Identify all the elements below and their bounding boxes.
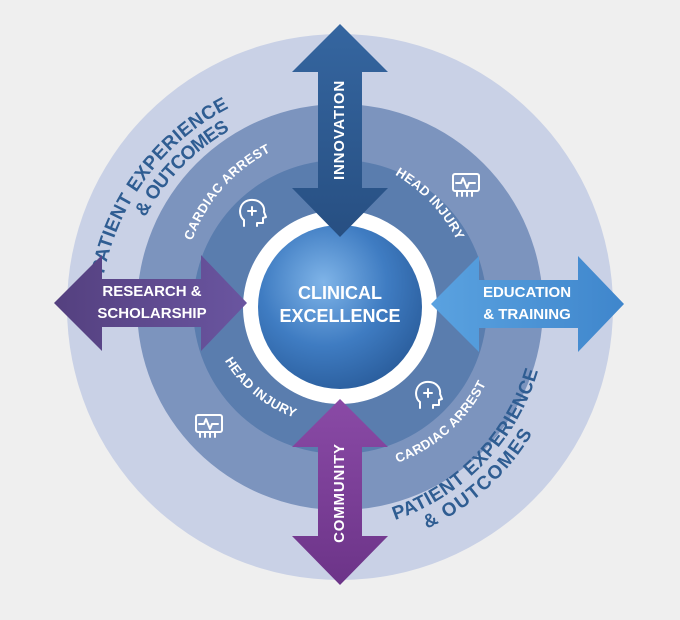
education-label-line1: EDUCATION	[483, 284, 571, 301]
education-label-line2: & TRAINING	[483, 306, 571, 323]
research-label-line2: SCHOLARSHIP	[97, 305, 206, 322]
center-title-line2: EXCELLENCE	[279, 306, 400, 326]
education-training-arrow	[431, 256, 624, 352]
research-label-line1: RESEARCH &	[102, 283, 201, 300]
community-arrow	[292, 399, 388, 585]
innovation-label: INNOVATION	[331, 80, 348, 180]
ecg-monitor-icon	[195, 414, 223, 438]
research-scholarship-arrow	[54, 255, 247, 351]
innovation-arrow	[292, 24, 388, 237]
community-label: COMMUNITY	[331, 443, 348, 543]
center-title-line1: CLINICAL	[298, 283, 382, 303]
head-cross-icon	[239, 198, 267, 227]
head-cross-icon	[415, 380, 443, 409]
center-sphere	[258, 225, 422, 389]
ecg-monitor-icon	[452, 173, 480, 197]
